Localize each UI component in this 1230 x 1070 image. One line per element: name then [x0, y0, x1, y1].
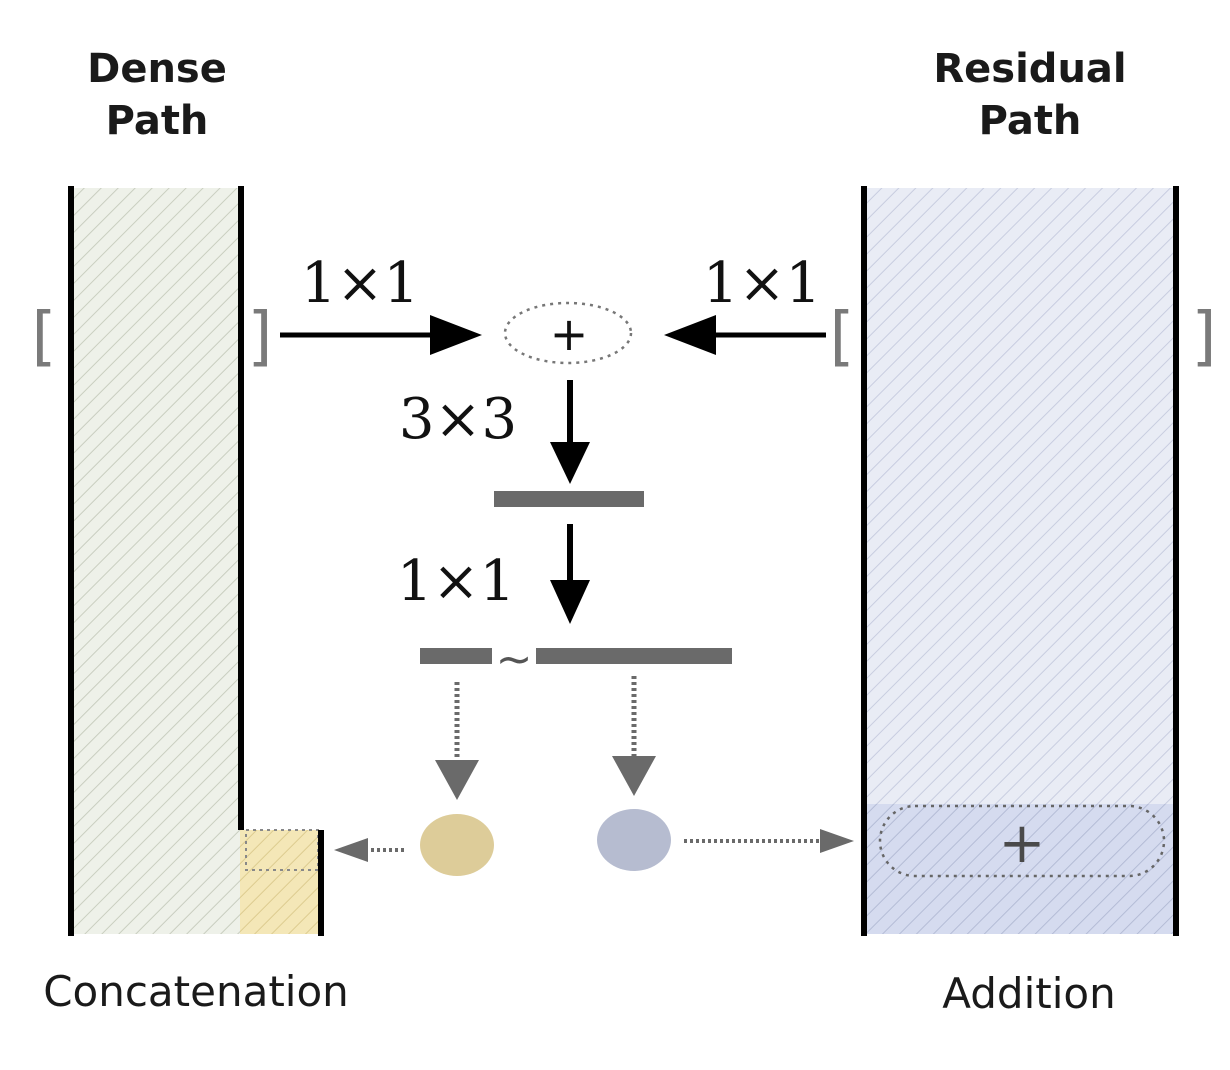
dense-bracket-open: [ [32, 300, 57, 374]
sum-node [503, 301, 633, 365]
dense-input-arrow [280, 315, 482, 355]
residual-path-header-line1: Residual [933, 46, 1126, 92]
dense-feature-dot [420, 814, 494, 876]
conv3x3-feature-bar [494, 491, 644, 507]
conv3x3-label: 3×3 [399, 387, 517, 452]
dense-path-column [68, 186, 324, 936]
residual-slice-bar [536, 648, 732, 664]
residual-path-column: + [861, 186, 1179, 936]
dense-path-header-line1: Dense [87, 46, 227, 92]
dense-input-conv-label: 1×1 [301, 251, 419, 316]
dense-bracket-close: ] [248, 300, 273, 374]
addition-caption: Addition [942, 969, 1115, 1018]
residual-input-arrow [664, 315, 826, 355]
dense-slice-bar [420, 648, 492, 664]
conv3x3-arrow [550, 380, 590, 484]
addition-plus-symbol: + [999, 811, 1046, 876]
concatenated-feature-block [240, 830, 320, 934]
dense-path-header-line2: Path [106, 98, 209, 144]
conv1x1-label: 1×1 [397, 549, 515, 614]
residual-bracket-open: [ [830, 300, 855, 374]
concatenation-caption: Concatenation [43, 967, 349, 1016]
conv1x1-arrow [550, 524, 590, 624]
sum-plus-symbol: + [550, 307, 589, 361]
addition-feature-block [864, 804, 1175, 934]
split-symbol: ~ [496, 634, 533, 685]
residual-path-header-line2: Path [979, 98, 1082, 144]
residual-bracket-close: ] [1192, 300, 1217, 374]
dense-split-arrow [435, 682, 479, 800]
residual-split-arrow [612, 676, 656, 796]
residual-input-conv-label: 1×1 [703, 251, 821, 316]
residual-feature-dot [597, 809, 671, 871]
concatenation-arrow [334, 838, 404, 862]
addition-node-outline [878, 804, 1166, 878]
addition-arrow [684, 829, 854, 853]
